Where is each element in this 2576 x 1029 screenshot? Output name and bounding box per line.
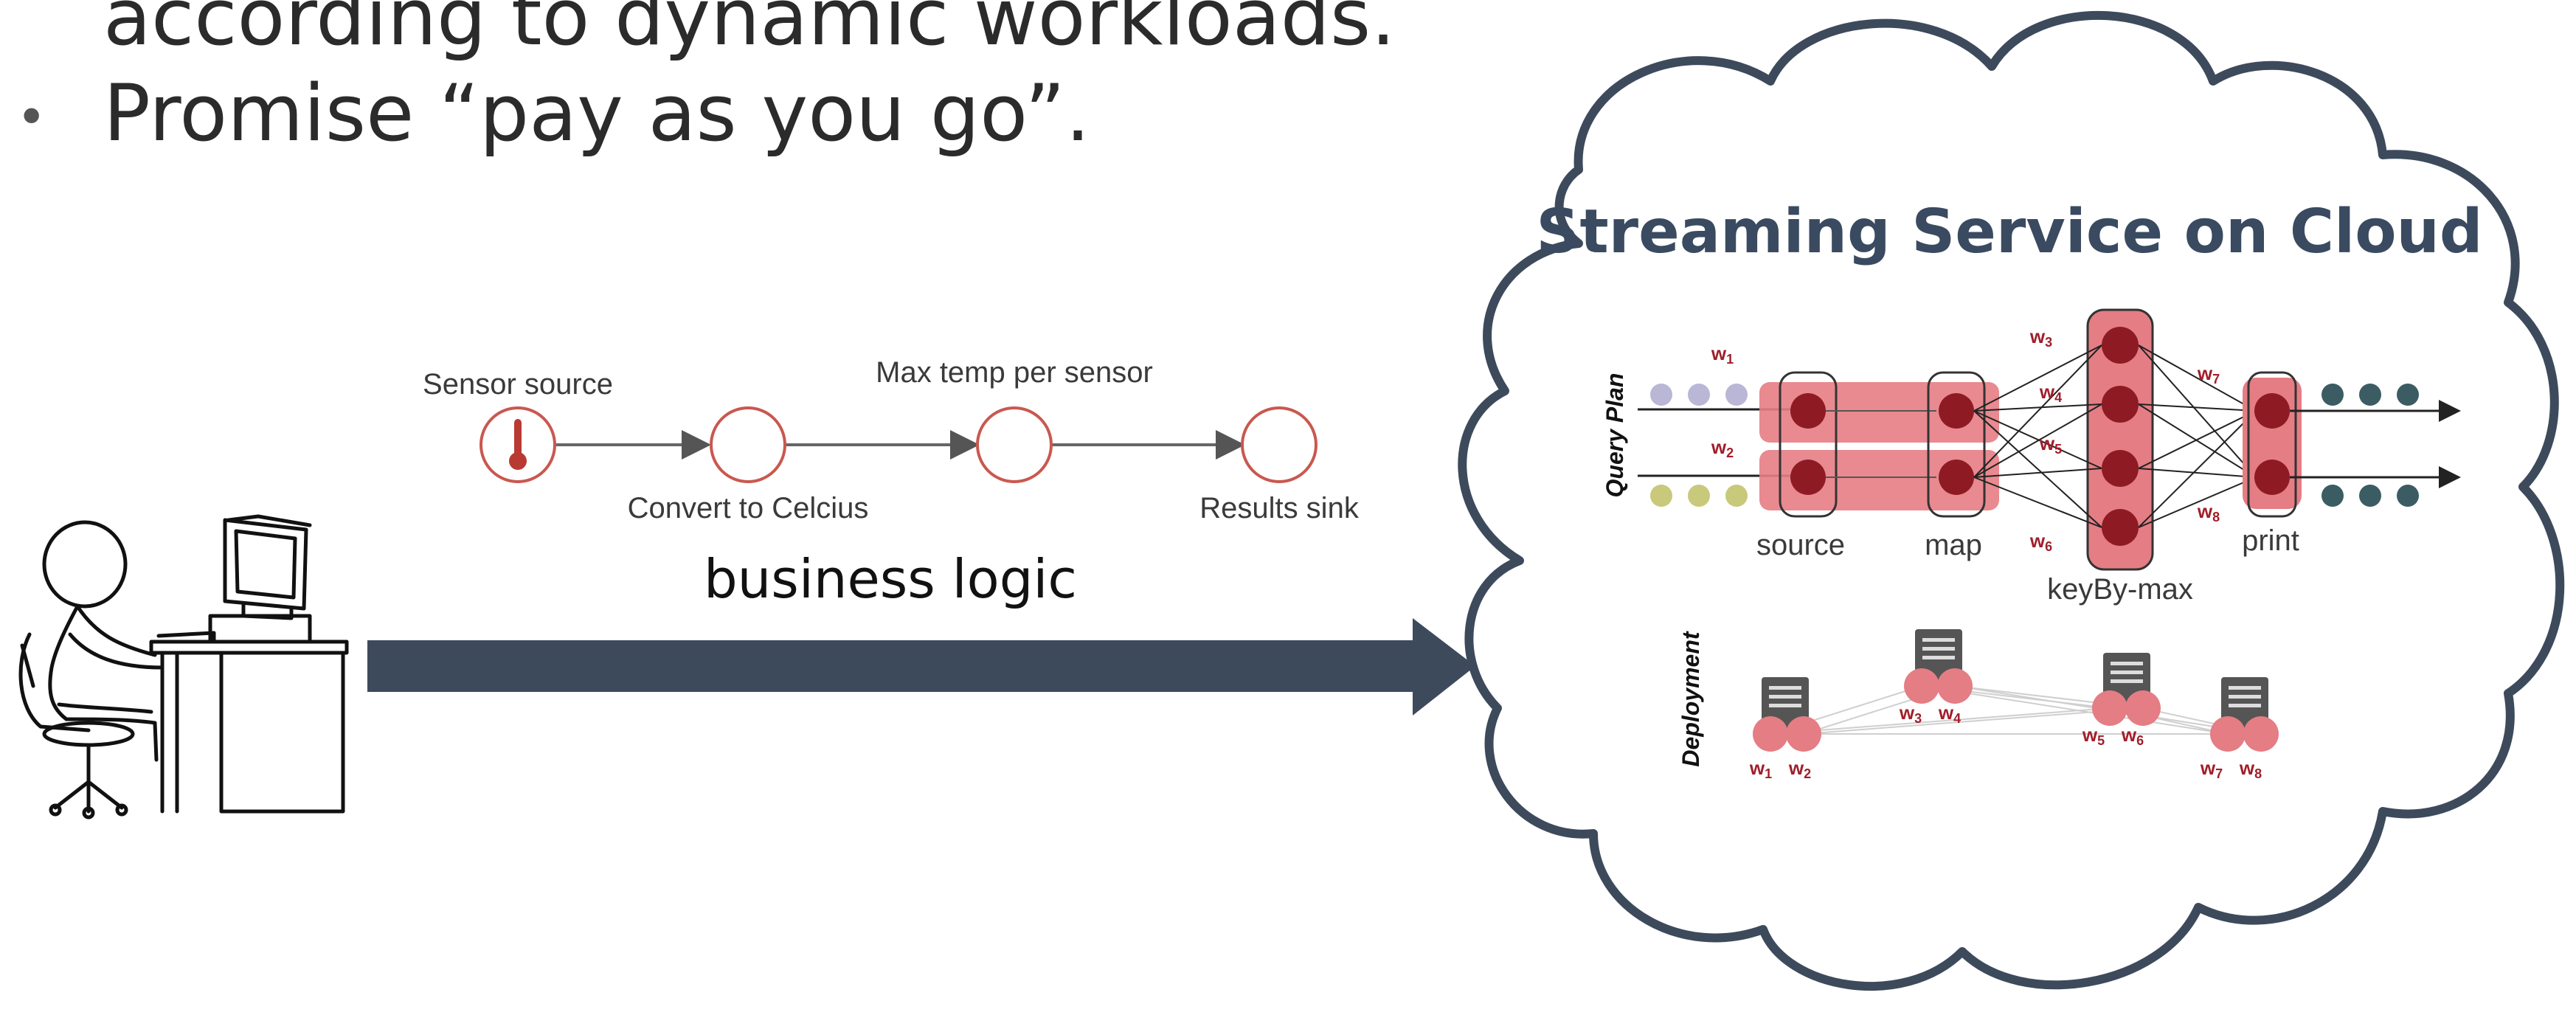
operator-label-print: print (2242, 524, 2299, 557)
output-stream-dots (2321, 384, 2419, 507)
query-plan: Query Plan (1602, 308, 2461, 606)
server-icon (1762, 677, 1809, 729)
worker-label: w2 (1711, 436, 1734, 460)
pipeline-node-sink (1241, 406, 1318, 483)
cloud-outline (1458, 10, 2565, 991)
query-plan-label: Query Plan (1602, 373, 1628, 498)
deployment-label: Deployment (1677, 631, 1704, 766)
business-logic-label: business logic (704, 548, 1077, 610)
thermometer-icon (509, 419, 527, 470)
bullet-marker: • (16, 87, 47, 148)
pipeline-label-sink: Results sink (1199, 492, 1360, 524)
operator-label-keyby-max: keyBy-max (2047, 573, 2193, 606)
bullet-text-pay-as-you-go: Promise “pay as you go”. (103, 68, 1090, 159)
cloud-title: Streaming Service on Cloud (1536, 197, 2482, 267)
pipeline-node-max (976, 406, 1053, 483)
worker-label: w7 (2197, 362, 2220, 387)
pipeline-label-source: Sensor source (423, 368, 613, 401)
operator-label-source: source (1756, 529, 1845, 561)
pipeline-node-convert (710, 406, 786, 483)
server-icon (1915, 629, 1962, 681)
pipeline-label-convert: Convert to Celcius (628, 492, 869, 524)
pipeline-label-max: Max temp per sensor (876, 356, 1153, 389)
submit-arrow (367, 618, 1475, 716)
input-stream-dots (1650, 384, 1748, 507)
user-at-computer-illustration (18, 514, 349, 820)
operator-label-map: map (1925, 529, 1982, 561)
server-icon (2221, 677, 2268, 729)
pipeline-diagram: Sensor source Convert to Celcius Max tem… (423, 356, 1360, 524)
bullet-text-continued: according to dynamic workloads. (103, 0, 1396, 63)
